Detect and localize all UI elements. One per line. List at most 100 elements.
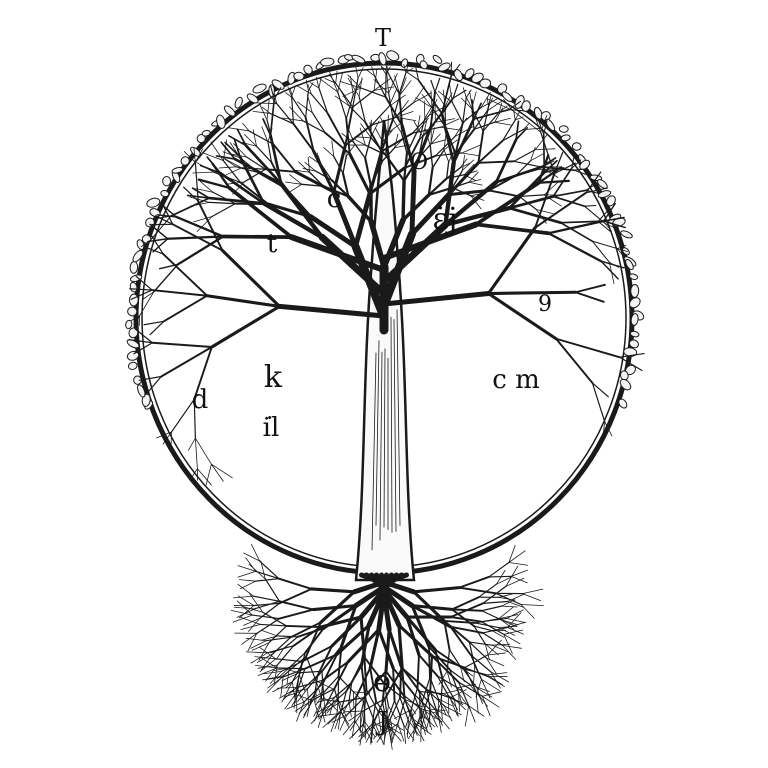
branch [352,77,359,108]
branch [334,95,350,107]
root [508,550,526,563]
root [273,667,290,671]
root [275,648,284,660]
root [237,565,257,572]
root [481,695,491,716]
root [303,682,324,703]
root [449,625,472,656]
root [364,698,377,725]
branch [211,463,224,482]
root [397,723,405,742]
root [305,655,317,682]
leaf [271,79,285,90]
root [397,623,434,658]
branch [616,248,624,257]
leaf [545,118,556,132]
root [362,698,367,726]
root [285,624,322,629]
root [341,701,350,716]
root [243,552,261,562]
root [490,671,510,683]
branch [571,159,582,169]
branch [330,178,350,198]
glyph-bottom-j: J [377,707,389,737]
branch [452,117,476,165]
root [412,692,431,710]
branch [348,105,367,124]
branch [311,112,326,134]
root [323,696,327,717]
root [464,705,470,727]
root [377,627,395,670]
root [282,655,307,677]
branch [380,117,389,134]
leaf [432,54,443,64]
branch [211,203,236,217]
branch [494,117,511,123]
branch [387,71,400,95]
root [400,665,421,693]
branch [430,139,446,145]
branch [431,149,445,169]
root [468,705,476,723]
branch [430,133,441,145]
root [430,712,438,728]
root [330,713,339,732]
branch [414,64,420,81]
branch [357,67,364,79]
root [255,570,280,580]
branch [289,174,303,185]
root [392,666,396,702]
branch [298,161,311,173]
branch [418,117,426,141]
branch [498,102,503,113]
root [488,561,510,578]
branch [162,294,209,323]
branch [358,95,367,124]
root [348,701,352,718]
branch [166,235,225,240]
branch [381,147,396,163]
branch [273,92,278,104]
branch [449,84,453,103]
leaf [625,259,634,271]
branch [221,234,294,240]
bark-line [375,340,380,526]
root [387,627,403,669]
leaf [171,166,184,174]
branch [600,260,619,280]
root [470,654,483,680]
root [262,675,284,681]
root [245,557,257,572]
root [503,633,513,655]
branch [534,133,549,151]
root [487,639,502,656]
branch [494,121,513,126]
branch [278,181,325,240]
root [403,724,415,741]
branch [261,126,269,143]
branch [471,99,475,120]
root [291,681,296,703]
root [262,611,288,627]
branch [256,145,273,163]
root [333,681,353,698]
branch [269,133,283,186]
branch [285,181,303,185]
root [384,705,389,724]
root [350,656,366,684]
branch [468,171,479,183]
branch [197,178,231,190]
root [256,653,274,663]
root [389,697,401,720]
root [468,641,493,646]
branch [440,112,455,165]
branch [443,148,450,163]
root [421,714,436,728]
branch [197,200,224,252]
root [522,588,544,595]
branch [150,215,172,241]
root [256,618,281,634]
branch [360,87,387,98]
